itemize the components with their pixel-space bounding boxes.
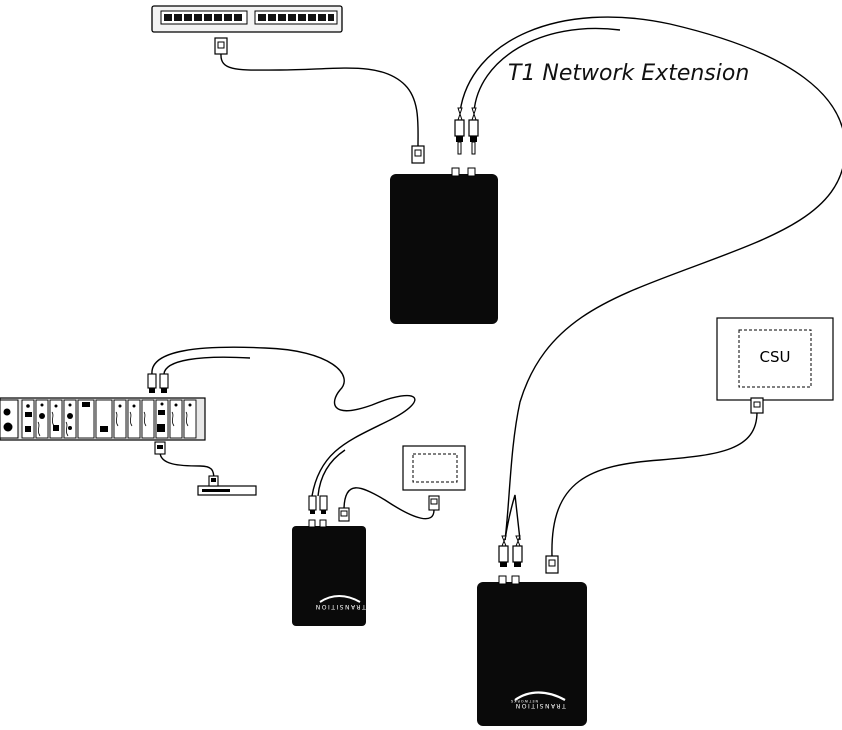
- fiber-connector-icon: [468, 107, 479, 155]
- rj45-plug-icon: [208, 475, 219, 487]
- diagram-title: T1 Network Extension: [508, 61, 749, 86]
- brand-logo-subtext: NETWORKS: [510, 699, 538, 703]
- rj45-plug-icon: [545, 555, 559, 574]
- utp-cable-csu-converter: [551, 411, 758, 557]
- fiber-connector-icon: [454, 107, 465, 155]
- fiber-cable-chassis-converter: [151, 346, 416, 497]
- rj45-plug-icon: [154, 441, 166, 455]
- fiber-cable-t1-loop-b: [473, 27, 621, 541]
- converter-chassis: [0, 397, 206, 441]
- small-csu-device: [402, 445, 466, 491]
- fiber-connector-icon: [498, 535, 523, 567]
- utp-cable-chassis-strip: [159, 451, 215, 481]
- rj45-plug-icon: [411, 145, 425, 164]
- rj45-plug-icon: [428, 495, 440, 511]
- brand-logo-text: TRANSITION: [514, 702, 566, 709]
- fiber-cable-chassis-converter-b: [163, 356, 346, 497]
- csu-label: CSU: [760, 348, 791, 366]
- rj45-plug-icon: [214, 37, 228, 55]
- utp-cable-small-csu-converter: [343, 487, 435, 520]
- fiber-cable-t1-loop: [459, 16, 842, 541]
- fiber-connector-icon: [147, 373, 169, 393]
- media-converter-middle: TRANSITION: [292, 519, 367, 626]
- rj45-plug-icon: [338, 507, 350, 522]
- fiber-connector-icon: [308, 495, 328, 514]
- patch-panel-strip: [197, 485, 257, 496]
- media-converter-top: [390, 167, 498, 324]
- media-converter-bottom: TRANSITION NETWORKS: [477, 575, 587, 726]
- utp-cable-switch-converter: [220, 53, 419, 147]
- brand-logo-text: TRANSITION: [314, 603, 366, 610]
- rj45-plug-icon: [750, 397, 764, 414]
- csu-device: CSU: [716, 317, 834, 401]
- ethernet-switch: [151, 5, 343, 33]
